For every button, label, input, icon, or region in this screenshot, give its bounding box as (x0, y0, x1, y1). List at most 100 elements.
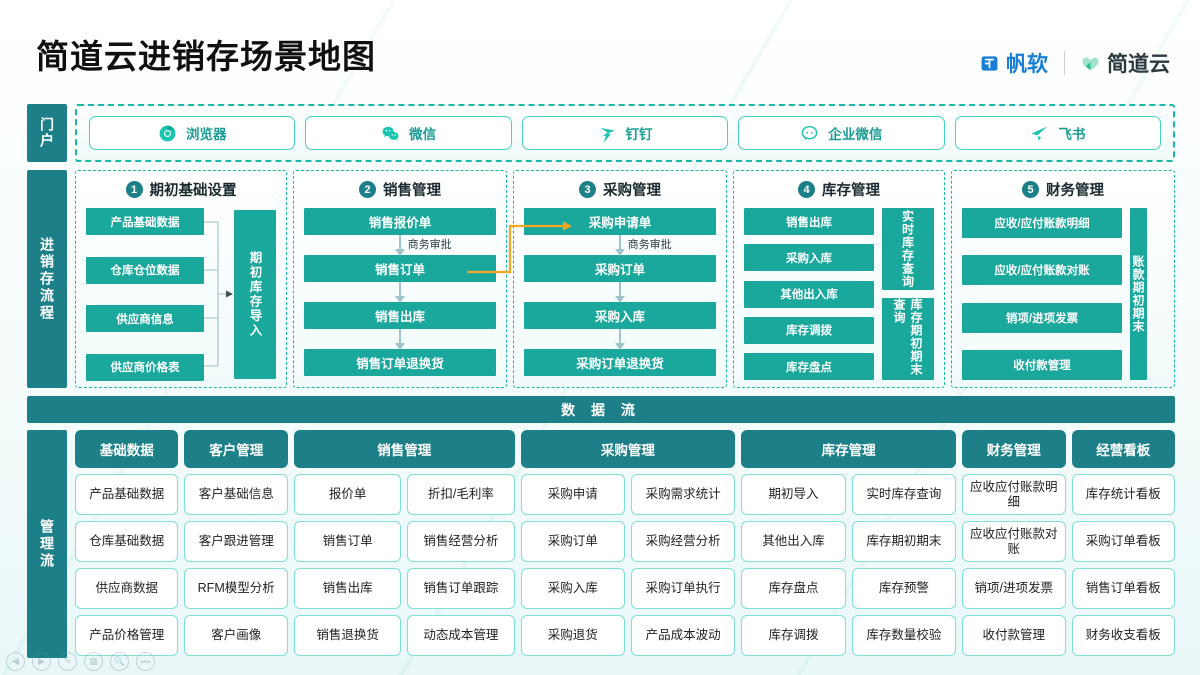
grid-cell[interactable]: 仓库基础数据 (75, 521, 179, 562)
flow-step[interactable]: 销售订单退换货 (304, 349, 496, 376)
flow-side-box[interactable]: 库存期初期末查询 (882, 298, 934, 380)
grid-cell[interactable]: 采购入库 (520, 568, 625, 609)
grid-cell[interactable]: 产品基础数据 (75, 474, 179, 515)
portal-item-label: 企业微信 (828, 127, 883, 142)
column-header[interactable]: 基础数据 (75, 430, 179, 468)
grid-cell[interactable]: 采购订单 (520, 521, 625, 562)
column-header[interactable]: 经营看板 (1071, 430, 1175, 468)
grid-cell[interactable]: 收付款管理 (962, 615, 1066, 656)
search-icon[interactable]: 🔍 (110, 652, 129, 671)
grid-cell[interactable]: 库存预警 (851, 568, 957, 609)
arrow-label: 商务审批 (627, 239, 672, 251)
grid-cell[interactable]: 销售退换货 (293, 615, 402, 656)
grid-cell[interactable]: 产品成本波动 (630, 615, 736, 656)
flow-item[interactable]: 供应商价格表 (86, 353, 204, 381)
play-icon[interactable]: ▶ (32, 652, 51, 671)
flow-item[interactable]: 销项/进项发票 (962, 302, 1122, 333)
column-header[interactable]: 库存管理 (741, 430, 957, 468)
grid-cell[interactable]: 采购申请 (520, 474, 625, 515)
grid-cell[interactable]: 销项/进项发票 (962, 568, 1066, 609)
grid-cell[interactable]: 动态成本管理 (407, 615, 515, 656)
flow-side-box[interactable]: 实时库存查询 (882, 208, 934, 290)
flow-item[interactable]: 其他出入库 (744, 280, 874, 308)
flow-step[interactable]: 销售订单 (304, 255, 496, 282)
grid-cell[interactable]: 采购退货 (520, 615, 625, 656)
grid-column-purchase: 采购管理 采购申请采购需求统计 采购订单采购经营分析 采购入库采购订单执行 采购… (520, 430, 736, 656)
flow-item[interactable]: 仓库仓位数据 (86, 256, 204, 284)
flow-step[interactable]: 采购申请单 (524, 208, 716, 235)
flow-item[interactable]: 库存调拨 (744, 316, 874, 344)
flow-item[interactable]: 供应商信息 (86, 305, 204, 333)
grid-cell[interactable]: 期初导入 (741, 474, 846, 515)
flow-item[interactable]: 采购入库 (744, 244, 874, 272)
grid-cell[interactable]: 库存期初期末 (851, 521, 957, 562)
flow-item[interactable]: 销售出库 (744, 208, 874, 235)
grid-cell[interactable]: 采购需求统计 (630, 474, 736, 515)
brace-connector (204, 208, 234, 381)
grid-cell[interactable]: RFM模型分析 (184, 568, 288, 609)
flow-step[interactable]: 采购订单退换货 (524, 349, 716, 376)
grid-cell[interactable]: 库存盘点 (741, 568, 846, 609)
grid-cell[interactable]: 财务收支看板 (1071, 615, 1175, 656)
grid-cell[interactable]: 报价单 (293, 474, 402, 515)
flow-step[interactable]: 销售出库 (304, 302, 496, 329)
portal-item-label: 微信 (409, 127, 437, 142)
grid-cell[interactable]: 库存统计看板 (1071, 474, 1175, 515)
grid-cell[interactable]: 销售经营分析 (407, 521, 515, 562)
flow-side-box[interactable]: 账款期初期末 (1130, 208, 1147, 380)
flow-arrow (304, 329, 496, 350)
flow-item[interactable]: 库存盘点 (744, 353, 874, 380)
grid-cell[interactable]: 应收应付账款对账 (962, 521, 1066, 562)
flow-item[interactable]: 收付款管理 (962, 349, 1122, 380)
grid-cell[interactable]: 采购订单执行 (630, 568, 736, 609)
portal-item-browser[interactable]: 浏览器 (89, 116, 296, 150)
prev-icon[interactable]: ◀ (6, 652, 25, 671)
flow-card-title: 1 期初基础设置 (86, 179, 276, 200)
grid-cell[interactable]: 实时库存查询 (851, 474, 957, 515)
grid-column-finance: 财务管理 应收应付账款明细 应收应付账款对账 销项/进项发票 收付款管理 (962, 430, 1066, 656)
grid-cell[interactable]: 采购订单看板 (1071, 521, 1175, 562)
portal-item-label: 浏览器 (185, 127, 227, 142)
column-header[interactable]: 财务管理 (962, 430, 1066, 468)
portal-item-wecom[interactable]: 企业微信 (738, 116, 945, 150)
grid-cell[interactable]: 库存数量校验 (851, 615, 957, 656)
column-header[interactable]: 销售管理 (293, 430, 515, 468)
flow-item[interactable]: 产品基础数据 (86, 208, 204, 235)
grid-cell[interactable]: 库存调拨 (741, 615, 846, 656)
more-icon[interactable]: ••• (136, 652, 155, 671)
grid-cell[interactable]: 其他出入库 (741, 521, 846, 562)
grid-cell[interactable]: 销售出库 (293, 568, 402, 609)
column-header[interactable]: 采购管理 (520, 430, 736, 468)
jiandaoyun-brand: 简道云 (1081, 48, 1170, 78)
flow-card-sales: 2 销售管理 销售报价单 商务审批 销售订单 销售出库 销售订单退换货 (293, 170, 507, 388)
grid-cell[interactable]: 销售订单跟踪 (407, 568, 515, 609)
chrome-icon (159, 125, 176, 141)
grid-cell[interactable]: 应收应付账款明细 (962, 474, 1066, 515)
wechat-icon (382, 126, 399, 141)
grid-cell[interactable]: 折扣/毛利率 (407, 474, 515, 515)
portal-item-wechat[interactable]: 微信 (305, 116, 512, 150)
grid-cell[interactable]: 销售订单看板 (1071, 568, 1175, 609)
flow-step[interactable]: 采购入库 (524, 302, 716, 329)
flow-item[interactable]: 应收/应付账款对账 (962, 255, 1122, 286)
grid-cell[interactable]: 客户画像 (184, 615, 288, 656)
step-number: 2 (359, 181, 376, 198)
grid-cell[interactable]: 销售订单 (293, 521, 402, 562)
flow-arrow (524, 329, 716, 350)
column-header[interactable]: 客户管理 (184, 430, 288, 468)
grid-cell[interactable]: 供应商数据 (75, 568, 179, 609)
grid-cell[interactable]: 客户基础信息 (184, 474, 288, 515)
flow-step[interactable]: 销售报价单 (304, 208, 496, 235)
grid-cell[interactable]: 产品价格管理 (75, 615, 179, 656)
grid-icon[interactable]: ▦ (84, 652, 103, 671)
pen-icon[interactable]: ✎ (58, 652, 77, 671)
portal-item-feishu[interactable]: 飞书 (954, 116, 1162, 150)
brand-bar: 帆软 简道云 (980, 48, 1170, 78)
flow-item[interactable]: 应收/应付账款明细 (962, 208, 1122, 238)
flow-result-box[interactable]: 期初库存导入 (234, 210, 276, 379)
grid-cell[interactable]: 采购经营分析 (630, 521, 736, 562)
flow-card-title-text: 财务管理 (1046, 183, 1104, 199)
portal-item-dingtalk[interactable]: 钉钉 (521, 116, 729, 150)
grid-cell[interactable]: 客户跟进管理 (184, 521, 288, 562)
flow-step[interactable]: 采购订单 (524, 255, 716, 282)
